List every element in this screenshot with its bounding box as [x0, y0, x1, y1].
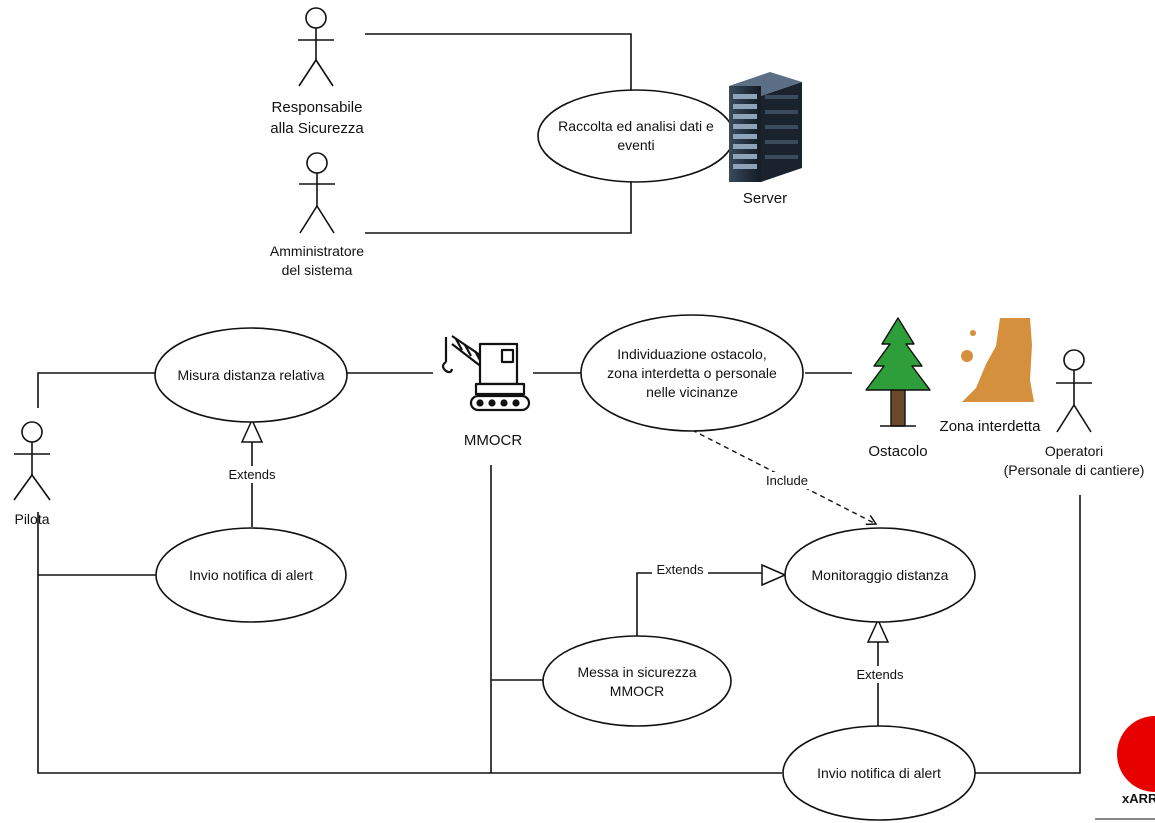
- system-zona[interactable]: Zona interdetta: [940, 318, 1042, 435]
- line-pilota-bottom: [37, 512, 782, 774]
- stick-figure-icon: [299, 152, 335, 234]
- system-ostacolo[interactable]: Ostacolo: [865, 317, 931, 460]
- use-case-individuazione[interactable]: Individuazione ostacolo, zona interdetta…: [580, 314, 804, 432]
- actor-pilota[interactable]: Pilota: [13, 421, 51, 527]
- use-case-misura[interactable]: Misura distanza relativa: [154, 327, 348, 423]
- relation-labels: Extends Include Extends Extends: [224, 466, 908, 683]
- actor-responsabile-line2: alla Sicurezza: [270, 120, 364, 137]
- extends-arrowhead-monitoraggio-2: [866, 618, 890, 643]
- use-case-invio-operatori-label: Invio notifica di alert: [817, 765, 941, 781]
- extends-label-messa: Extends: [657, 562, 704, 577]
- system-zona-label: Zona interdetta: [940, 418, 1042, 435]
- actor-amministratore-line1: Amministratore: [270, 243, 364, 259]
- include-label: Include: [766, 473, 808, 488]
- use-case-individuazione-line3: nelle vicinanze: [646, 384, 738, 400]
- use-case-invio-pilota-label: Invio notifica di alert: [189, 567, 313, 583]
- use-case-misura-label: Misura distanza relativa: [177, 367, 324, 383]
- system-mmocr[interactable]: MMOCR: [441, 335, 531, 449]
- crane-icon: [441, 335, 531, 412]
- stick-figure-icon: [298, 7, 334, 87]
- extends-arrowhead-monitoraggio: [761, 563, 787, 587]
- use-case-messa[interactable]: Messa in sicurezza MMOCR: [542, 635, 732, 727]
- tree-icon: [865, 317, 931, 427]
- stick-figure-icon: [1056, 349, 1092, 433]
- system-mmocr-label: MMOCR: [464, 432, 522, 449]
- use-case-messa-line1: Messa in sicurezza: [577, 664, 696, 680]
- restricted-zone-icon: [961, 318, 1034, 402]
- use-case-invio-operatori[interactable]: Invio notifica di alert: [782, 725, 976, 821]
- extends-label-misura: Extends: [229, 467, 276, 482]
- extends-label-invio: Extends: [857, 667, 904, 682]
- line-responsabile-raccolta: [365, 33, 632, 90]
- actor-operatori-line2: (Personale di cantiere): [1004, 462, 1145, 478]
- actor-amministratore-line2: del sistema: [282, 262, 353, 278]
- actor-operatori[interactable]: Operatori (Personale di cantiere): [1004, 349, 1145, 478]
- line-pilota-misura: [37, 372, 155, 408]
- use-case-individuazione-line1: Individuazione ostacolo,: [617, 346, 766, 362]
- use-case-individuazione-line2: zona interdetta o personale: [607, 365, 777, 381]
- stick-figure-icon: [13, 421, 51, 501]
- actor-responsabile[interactable]: Responsabile alla Sicurezza: [270, 7, 364, 137]
- extends-arrowhead-misura: [240, 418, 264, 443]
- system-server[interactable]: Server: [729, 72, 802, 207]
- actor-responsabile-line1: Responsabile: [272, 99, 363, 116]
- use-case-raccolta-line2: eventi: [617, 137, 654, 153]
- watermark-logo: xARR: [1095, 716, 1155, 820]
- use-case-monitoraggio-label: Monitoraggio distanza: [812, 567, 949, 583]
- actor-pilota-label: Pilota: [14, 511, 49, 527]
- actor-operatori-line1: Operatori: [1045, 443, 1103, 459]
- line-amministratore-raccolta: [365, 180, 632, 234]
- use-case-messa-line2: MMOCR: [610, 683, 664, 699]
- watermark-text: xARR: [1122, 791, 1155, 806]
- server-rack-icon: [729, 72, 802, 182]
- extends-line-messa: [636, 572, 762, 637]
- line-operatori-invio: [975, 495, 1081, 774]
- use-case-monitoraggio[interactable]: Monitoraggio distanza: [784, 527, 976, 623]
- system-ostacolo-label: Ostacolo: [868, 443, 927, 460]
- actor-amministratore[interactable]: Amministratore del sistema: [270, 152, 364, 278]
- system-server-label: Server: [743, 190, 787, 207]
- use-case-raccolta-line1: Raccolta ed analisi dati e: [558, 118, 714, 134]
- use-case-invio-pilota[interactable]: Invio notifica di alert: [155, 527, 347, 623]
- use-case-raccolta[interactable]: Raccolta ed analisi dati e eventi: [537, 89, 735, 183]
